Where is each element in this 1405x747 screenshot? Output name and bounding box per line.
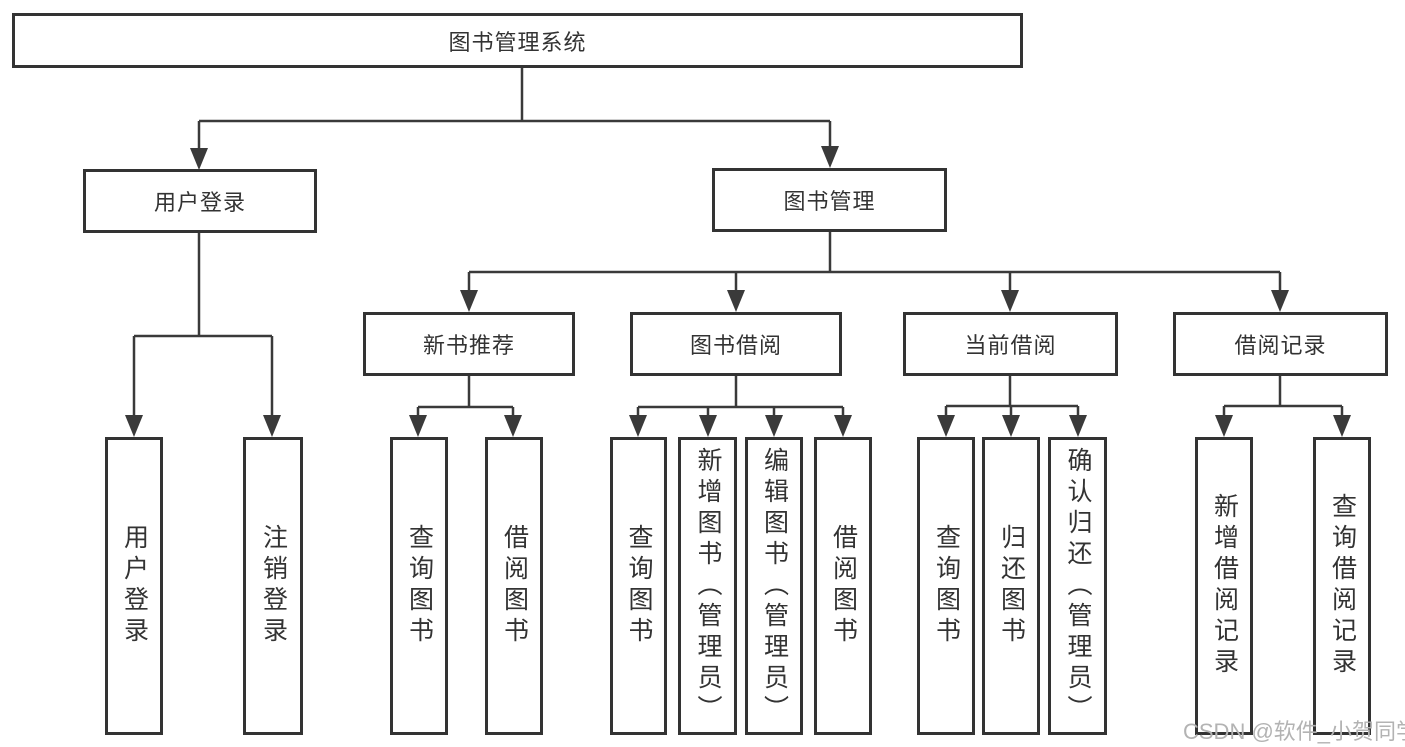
leaf-return-book-label: 归还图书: [997, 524, 1026, 648]
leaf-borrow-books-recommend-label: 借阅图书: [500, 524, 529, 648]
node-library-system-label: 图书管理系统: [448, 29, 587, 55]
leaf-return-book: 归还图书: [982, 437, 1040, 735]
leaf-query-books-recommend: 查询图书: [390, 437, 448, 735]
node-current-borrow-label: 当前借阅: [964, 333, 1057, 358]
node-borrow-records: 借阅记录: [1173, 312, 1388, 376]
leaf-confirm-return-admin: 确认归还（管理员）: [1048, 437, 1107, 735]
leaf-user-login-label: 用户登录: [120, 524, 149, 648]
leaf-query-books-borrow-label: 查询图书: [625, 524, 653, 648]
node-new-book-recommend-label: 新书推荐: [422, 333, 515, 358]
leaf-query-borrow-record-label: 查询借阅记录: [1328, 493, 1357, 679]
node-new-book-recommend: 新书推荐: [363, 312, 575, 376]
leaf-add-book-admin-label: 新增图书（管理员）: [694, 446, 722, 726]
leaf-edit-book-admin-label: 编辑图书（管理员）: [760, 446, 789, 726]
leaf-edit-book-admin: 编辑图书（管理员）: [745, 437, 803, 735]
node-book-management: 图书管理: [712, 168, 947, 232]
node-user-login: 用户登录: [83, 169, 317, 233]
leaf-logout: 注销登录: [243, 437, 303, 735]
leaf-query-books-current-label: 查询图书: [932, 524, 961, 648]
leaf-confirm-return-admin-label: 确认归还（管理员）: [1064, 446, 1092, 726]
leaf-add-borrow-record-label: 新增借阅记录: [1210, 493, 1239, 679]
leaf-add-borrow-record: 新增借阅记录: [1195, 437, 1253, 735]
node-user-login-label: 用户登录: [153, 190, 246, 215]
leaf-query-books-borrow: 查询图书: [610, 437, 667, 735]
leaf-query-borrow-record: 查询借阅记录: [1313, 437, 1371, 735]
leaf-borrow-books-label: 借阅图书: [829, 524, 858, 648]
leaf-logout-label: 注销登录: [259, 524, 288, 648]
leaf-query-books-recommend-label: 查询图书: [405, 524, 434, 648]
node-current-borrow: 当前借阅: [903, 312, 1118, 376]
csdn-watermark: CSDN @软件_小贺同学: [1183, 719, 1405, 744]
leaf-borrow-books-recommend: 借阅图书: [485, 437, 543, 735]
leaf-user-login: 用户登录: [105, 437, 163, 735]
leaf-add-book-admin: 新增图书（管理员）: [678, 437, 737, 735]
node-book-borrow: 图书借阅: [630, 312, 842, 376]
leaf-query-books-current: 查询图书: [917, 437, 975, 735]
node-book-management-label: 图书管理: [783, 189, 876, 214]
node-borrow-records-label: 借阅记录: [1234, 333, 1327, 358]
node-library-system: 图书管理系统: [12, 13, 1023, 68]
leaf-borrow-books: 借阅图书: [814, 437, 872, 735]
node-book-borrow-label: 图书借阅: [689, 333, 782, 358]
